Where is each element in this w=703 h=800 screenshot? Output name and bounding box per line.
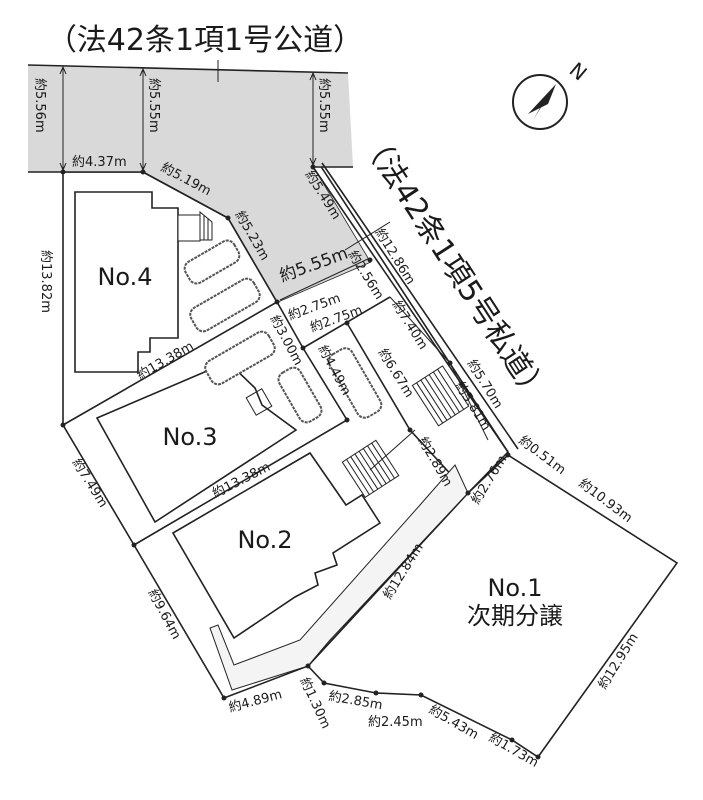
dim-label: 約1.73m [486,730,541,770]
stairs-no4 [177,210,213,242]
lot-label-no3: No.3 [162,423,217,451]
road-width-arrows [59,65,317,425]
dim-label: 約2.89m [415,435,455,490]
car-parking-4 [277,366,323,424]
house-no2 [171,451,382,640]
dim-label: 約5.43m [426,702,481,742]
north-compass: N [512,57,592,130]
dim-label: 約13.38m [135,339,197,383]
dim-label: 約10.93m [576,476,635,526]
house-no4 [74,191,179,373]
dim-label: 約4.89m [227,687,284,716]
dimension-line [279,257,371,301]
public-road-area [28,65,370,302]
north-arrow-icon [528,84,556,120]
walkway [209,464,469,691]
dim-label: 約13.82m [38,250,53,313]
road-edge-line [27,64,349,74]
dim-label: 約12.95m [596,631,642,692]
north-label: N [565,57,592,85]
dim-label: 約5.55m [316,78,331,133]
car-parking-1 [183,239,241,285]
car-parking-3 [204,330,276,386]
lot-label-no4: No.4 [97,263,152,291]
dim-label: 約6.67m [375,346,417,400]
public-road-label: （法42条1項1号公道） [47,23,363,58]
lot-no1-area [306,453,679,759]
storage-box [245,388,273,416]
dim-label: 約7.49m [69,456,111,510]
lot-label-no1: No.1 [487,574,542,602]
lot-note-no1: 次期分譲 [467,602,563,630]
lot-label-no2: No.2 [237,526,292,554]
private-road-line [321,162,519,450]
dim-label: 約0.51m [516,433,569,478]
boundary-markers [60,164,541,760]
dim-label: 約5.56m [32,78,47,133]
dim-label: 約7.40m [389,298,431,352]
dim-label: 約2.45m [368,715,423,730]
dimension-line [344,221,391,251]
wall-line [369,429,416,471]
dim-label: 約2.76m [469,453,511,507]
dim-label: 約5.55m [146,78,161,133]
stairs-no1 [411,365,470,427]
dim-label: 約4.37m [72,155,127,170]
private-road-line [312,166,509,453]
car-parking-5 [327,347,383,419]
car-parking-2 [189,277,261,333]
dimension-labels: 約5.56m 約5.55m 約5.55m 約4.37m 約5.19m 約5.23… [32,78,642,771]
stairs-no2 [341,439,400,499]
